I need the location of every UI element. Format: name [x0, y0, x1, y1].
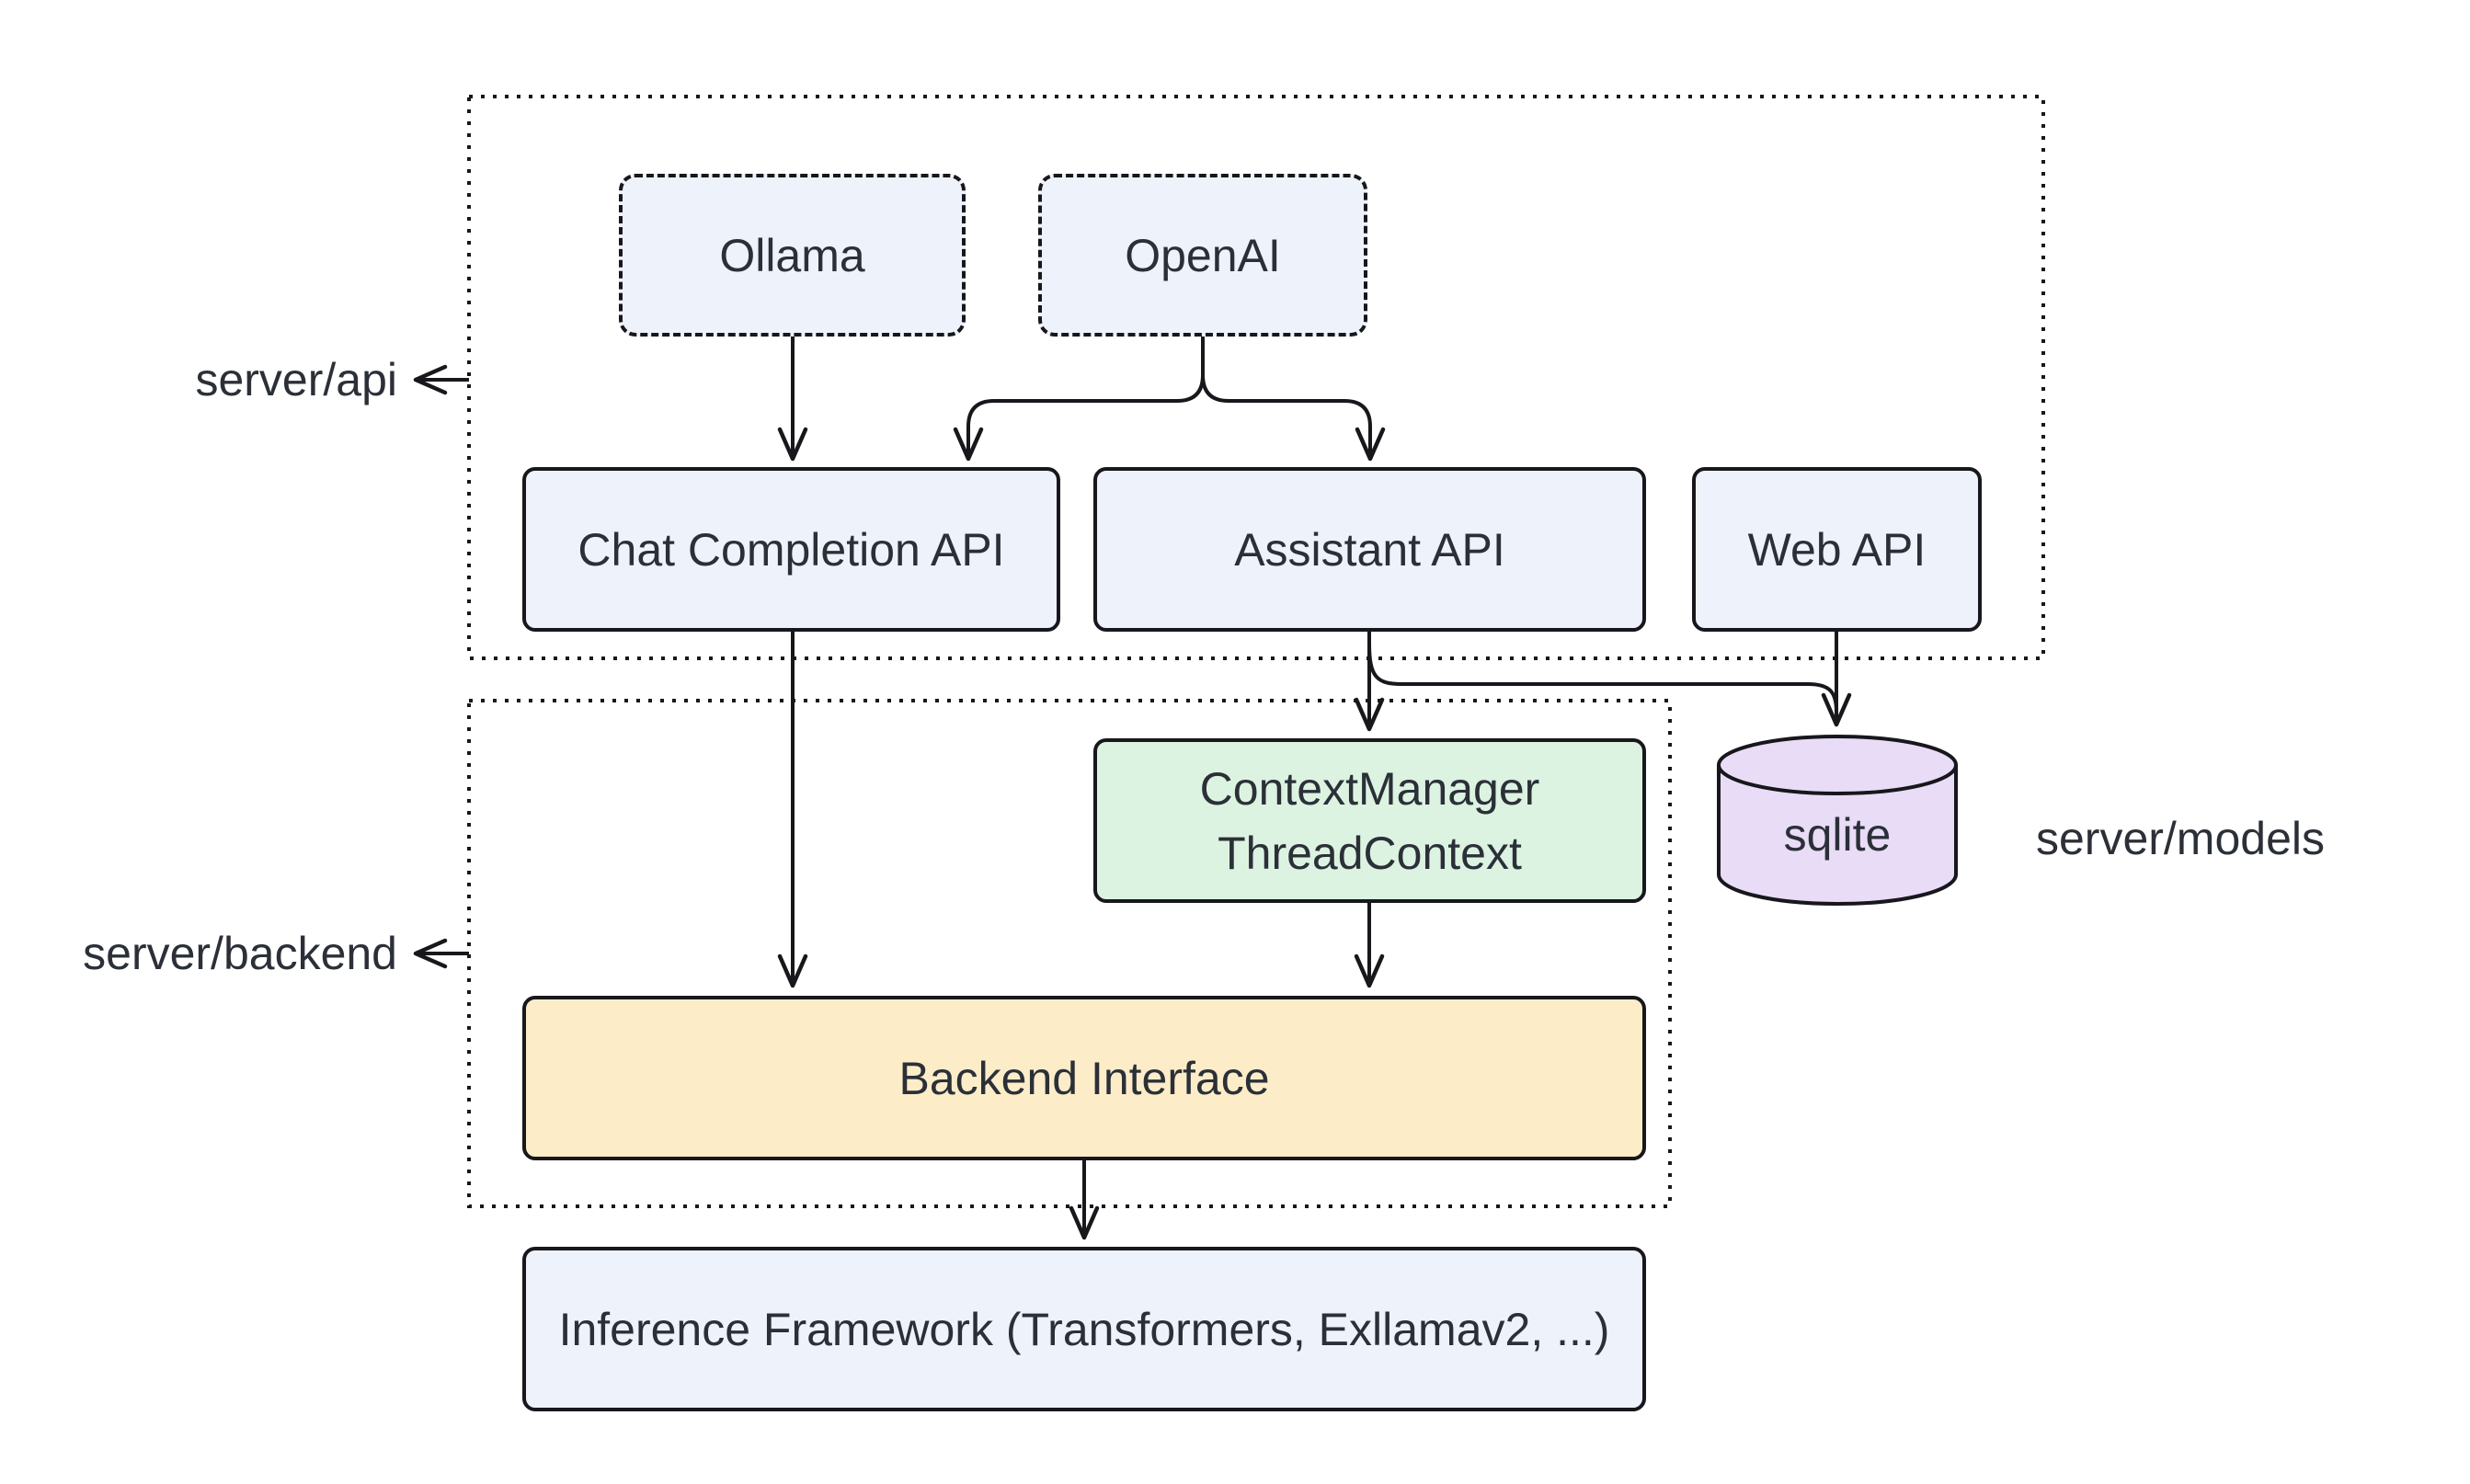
node-backend-interface-label: Backend Interface: [898, 1052, 1270, 1104]
node-chat-completion-api-label: Chat Completion API: [577, 523, 1005, 576]
node-chat-completion-api: Chat Completion API: [522, 467, 1060, 632]
database-cylinder-icon: [1717, 735, 1958, 907]
node-assistant-api-label: Assistant API: [1234, 523, 1505, 576]
node-context-manager-line2: ThreadContext: [1218, 827, 1522, 879]
node-ollama-label: Ollama: [719, 229, 865, 281]
server-models-label: server/models: [2036, 813, 2325, 864]
node-inference-framework-label: Inference Framework (Transformers, Exlla…: [558, 1303, 1610, 1355]
edge-openai-to-assistant: [1201, 337, 1386, 462]
node-context-manager: ContextManager ThreadContext: [1093, 738, 1646, 903]
node-context-manager-line1: ContextManager: [1199, 762, 1540, 815]
edge-openai-to-chat: [953, 337, 1205, 462]
node-openai: OpenAI: [1038, 174, 1367, 337]
server-backend-label: server/backend: [83, 928, 397, 979]
node-openai-label: OpenAI: [1125, 229, 1281, 281]
node-web-api: Web API: [1692, 467, 1982, 632]
node-backend-interface: Backend Interface: [522, 996, 1646, 1160]
node-web-api-label: Web API: [1747, 523, 1927, 576]
server-api-label: server/api: [195, 354, 397, 405]
node-sqlite-label: sqlite: [1783, 809, 1892, 861]
node-assistant-api: Assistant API: [1093, 467, 1646, 632]
node-inference-framework: Inference Framework (Transformers, Exlla…: [522, 1247, 1646, 1411]
container-server-api: [467, 95, 2045, 660]
node-ollama: Ollama: [619, 174, 966, 337]
